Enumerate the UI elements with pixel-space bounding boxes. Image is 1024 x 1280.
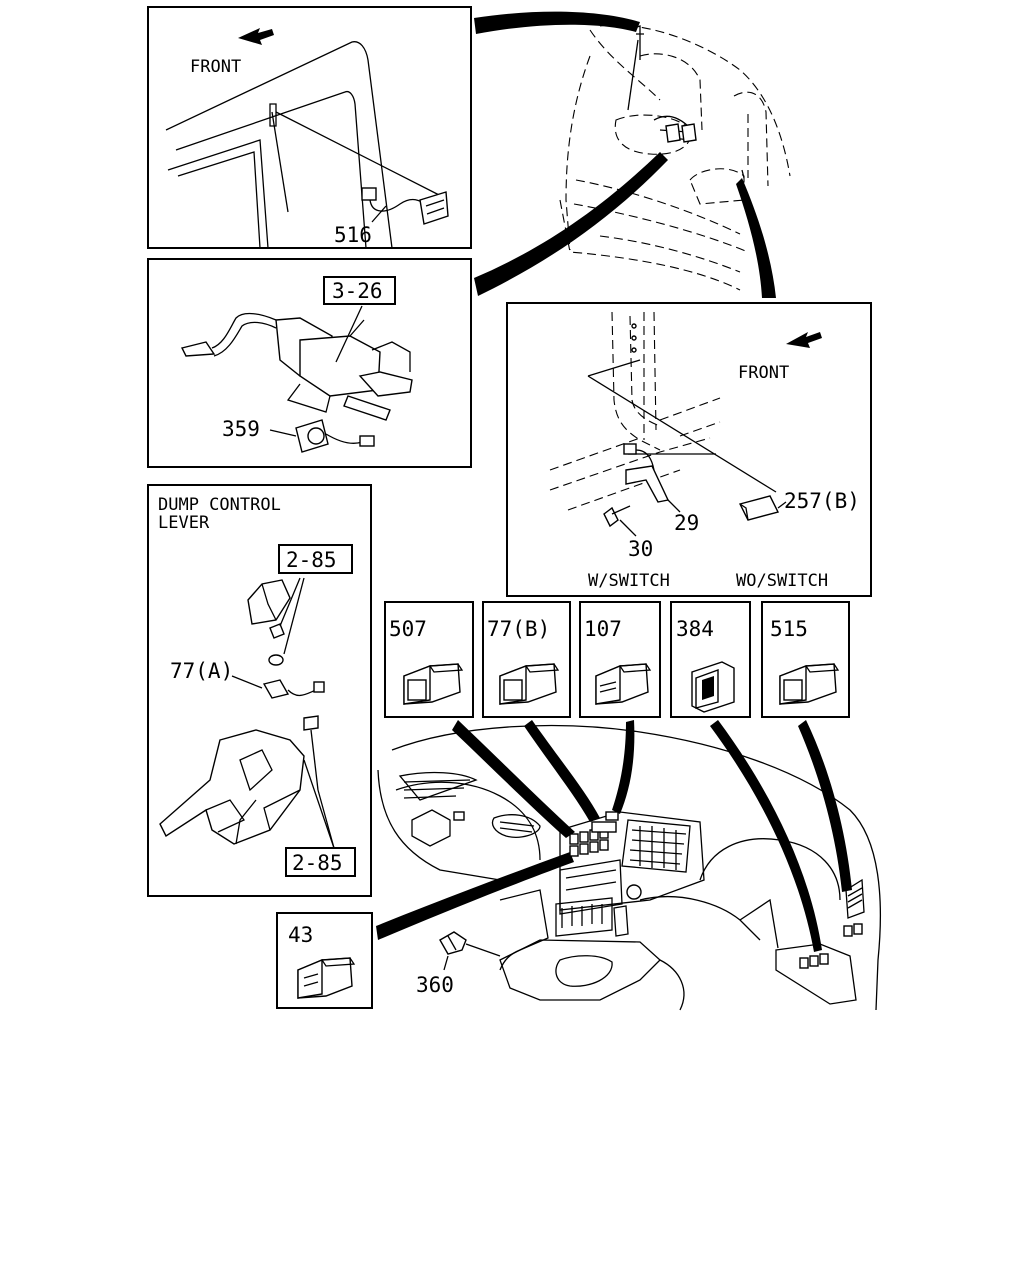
switch-515-icon [779,663,840,705]
panel-dump-control: DUMP CONTROL LEVER 2-85 77(A) 2-85 [147,484,372,897]
ref-2-85-bottom: 2-85 [292,851,343,875]
part-number-77a: 77(A) [170,659,233,683]
part-number-30: 30 [628,537,653,561]
switch-507-label: 507 [389,617,427,641]
switch-107-label: 107 [584,617,622,641]
panel-shift: 3-26 359 [147,258,472,468]
panel-pillar: FRONT 257(B) 29 30 W/SWITCH WO/SWITCH [506,302,872,597]
panel-front-cab: FRONT 516 [147,6,472,249]
note-without-switch: WO/SWITCH [736,571,828,591]
switch-384-icon [691,661,735,713]
part-number-516: 516 [334,223,372,247]
callout-connectors [376,11,852,952]
switch-107-icon [595,663,652,705]
switch-77b-label: 77(B) [487,617,550,641]
pillar-front-direction-label: FRONT [738,363,789,383]
dump-title-line1: DUMP CONTROL [158,495,281,515]
dashboard-overview: 360 [377,724,882,1011]
switch-43-box: 43 [276,912,373,1009]
switch-77b-icon [499,663,560,705]
ref-2-85-top: 2-85 [286,548,337,572]
front-direction-label: FRONT [190,57,241,77]
dump-title-line2: LEVER [158,513,210,533]
part-number-29: 29 [674,511,699,535]
switch-43-label: 43 [288,923,313,947]
part-number-360: 360 [416,973,454,997]
switch-507-icon [403,663,464,705]
part-number-257b: 257(B) [784,489,860,513]
switch-row: 507 77(B) 107 384 515 [384,601,850,718]
ref-3-26: 3-26 [332,279,383,303]
switch-515-label: 515 [770,617,808,641]
cab-overview [559,24,791,291]
part-number-359: 359 [222,417,260,441]
switch-384-label: 384 [676,617,714,641]
note-with-switch: W/SWITCH [588,571,670,591]
